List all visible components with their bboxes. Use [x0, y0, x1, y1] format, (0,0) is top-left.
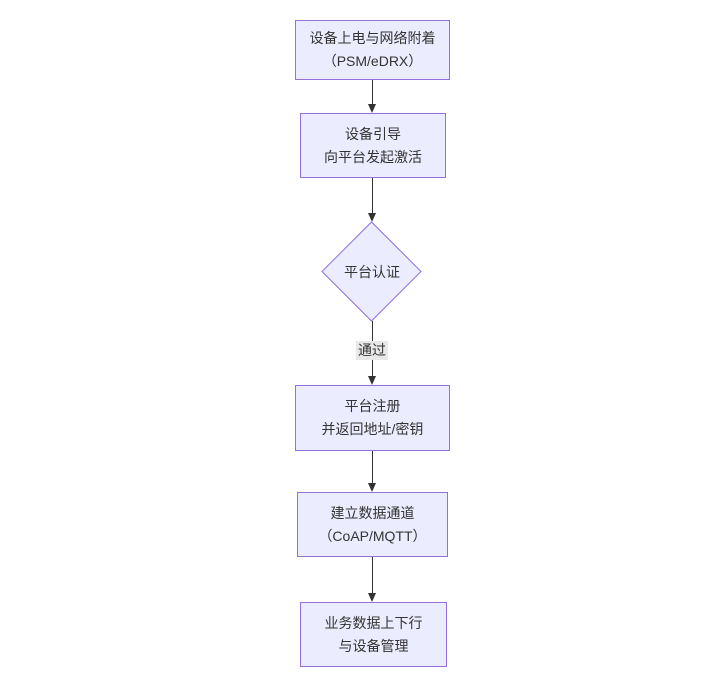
node-text-line: （CoAP/MQTT） — [318, 527, 427, 544]
decision-platform-auth: 平台认证 — [321, 221, 422, 322]
node-text-line: 平台注册 — [344, 398, 401, 414]
arrowhead-icon — [368, 483, 376, 492]
node-text-line: （PSM/eDRX） — [322, 53, 423, 69]
arrow-line-e-f — [372, 557, 373, 594]
node-text-line: 设备上电与网络附着 — [309, 30, 436, 46]
node-text-line: 建立数据通道 — [330, 504, 415, 521]
arrow-line-a-b — [372, 80, 373, 105]
node-text-line: 与设备管理 — [338, 637, 409, 654]
node-data-channel: 建立数据通道 （CoAP/MQTT） — [297, 492, 448, 557]
node-device-bootstrap: 设备引导 向平台发起激活 — [300, 113, 446, 178]
node-text-line: 平台认证 — [344, 264, 400, 280]
arrowhead-icon — [368, 213, 376, 222]
node-text-line: 向平台发起激活 — [324, 148, 422, 165]
edge-label-pass: 通过 — [356, 341, 388, 360]
arrowhead-icon — [368, 593, 376, 602]
arrow-line-b-c — [372, 178, 373, 214]
node-text-line: 设备引导 — [345, 125, 401, 142]
node-text-line: 并返回地址/密钥 — [321, 421, 424, 437]
node-business-data: 业务数据上下行 与设备管理 — [300, 602, 447, 667]
node-text-line: 业务数据上下行 — [324, 614, 423, 631]
node-platform-register: 平台注册 并返回地址/密钥 — [295, 385, 450, 451]
arrowhead-icon — [368, 104, 376, 113]
arrow-line-d-e — [372, 451, 373, 484]
node-device-power-on: 设备上电与网络附着 （PSM/eDRX） — [295, 20, 450, 80]
arrowhead-icon — [368, 376, 376, 385]
